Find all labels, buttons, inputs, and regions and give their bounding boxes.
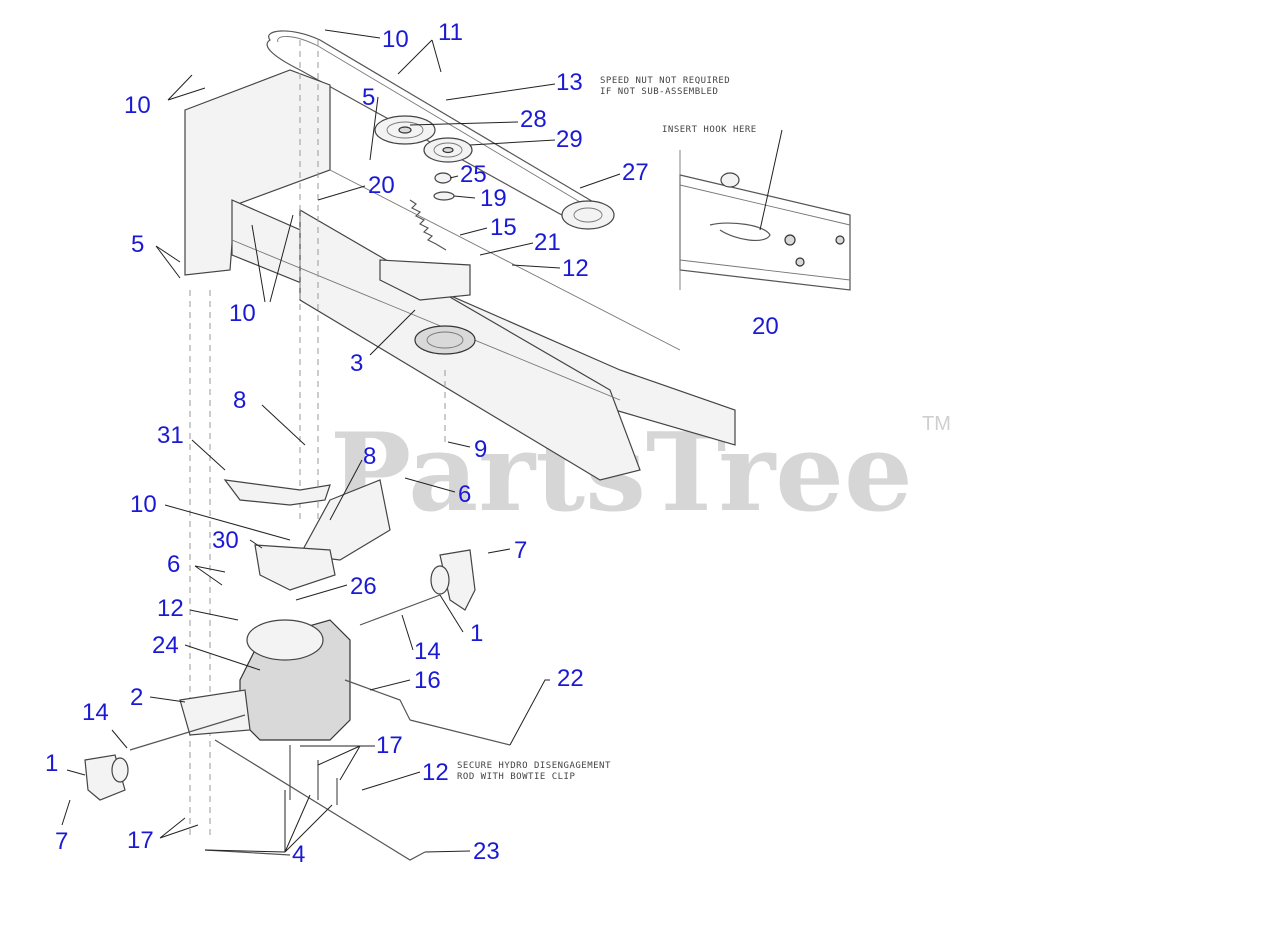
idler-spring — [409, 199, 447, 251]
callout-11: 11 — [438, 19, 463, 46]
callout-14: 14 — [82, 699, 109, 726]
callout-29: 29 — [556, 126, 583, 153]
callout-8: 8 — [363, 443, 376, 470]
callout-7: 7 — [55, 828, 68, 855]
inset-detail — [679, 150, 851, 291]
callout-28: 28 — [520, 106, 547, 133]
callout-16: 16 — [414, 667, 441, 694]
frame — [184, 69, 736, 481]
callout-20: 20 — [368, 172, 395, 199]
note-secure-hydro-line-2: ROD WITH BOWTIE CLIP — [457, 772, 575, 782]
callout-3: 3 — [350, 350, 363, 377]
callout-12: 12 — [157, 595, 184, 622]
callout-15: 15 — [490, 214, 517, 241]
callout-5: 5 — [131, 231, 144, 258]
callout-13: 13 — [556, 69, 583, 96]
transmission — [129, 619, 511, 751]
callout-10: 10 — [382, 26, 409, 53]
callout-1: 1 — [45, 750, 58, 777]
spacer-25 — [434, 172, 452, 184]
callout-2: 2 — [130, 684, 143, 711]
callout-9: 9 — [474, 436, 487, 463]
idler-pulley-upper — [374, 115, 436, 145]
watermark-trademark: TM — [922, 413, 951, 435]
callout-17: 17 — [127, 827, 154, 854]
callout-12: 12 — [422, 759, 449, 786]
engine-pulley — [561, 200, 615, 230]
callout-19: 19 — [480, 185, 507, 212]
callout-30: 30 — [212, 527, 239, 554]
callout-10: 10 — [229, 300, 256, 327]
callout-6: 6 — [458, 481, 471, 508]
callout-23: 23 — [473, 838, 500, 865]
callout-1: 1 — [470, 620, 483, 647]
note-insert-hook: INSERT HOOK HERE — [662, 125, 757, 135]
washer-19 — [433, 191, 455, 201]
callout-20: 20 — [752, 313, 779, 340]
callout-14: 14 — [414, 638, 441, 665]
callout-5: 5 — [362, 84, 375, 111]
callout-21: 21 — [534, 229, 561, 256]
callout-10: 10 — [130, 491, 157, 518]
callout-17: 17 — [376, 732, 403, 759]
callout-22: 22 — [557, 665, 584, 692]
callout-7: 7 — [514, 537, 527, 564]
axle-housing-right — [359, 549, 476, 626]
note-speed-nut-line-2: IF NOT SUB-ASSEMBLED — [600, 87, 718, 97]
callout-31: 31 — [157, 422, 184, 449]
callout-6: 6 — [167, 551, 180, 578]
callout-25: 25 — [460, 161, 487, 188]
callout-26: 26 — [350, 573, 377, 600]
callout-27: 27 — [622, 159, 649, 186]
note-secure-hydro-line-1: SECURE HYDRO DISENGAGEMENT — [457, 761, 611, 771]
callout-4: 4 — [292, 841, 305, 868]
callout-10: 10 — [124, 92, 151, 119]
callout-12: 12 — [562, 255, 589, 282]
callout-8: 8 — [233, 387, 246, 414]
leader-lines — [61, 29, 783, 853]
brackets — [223, 479, 391, 591]
hub-left — [84, 754, 129, 801]
note-speed-nut-line-1: SPEED NUT NOT REQUIRED — [600, 76, 730, 86]
callout-24: 24 — [152, 632, 179, 659]
idler-pulley-lower — [423, 137, 473, 163]
